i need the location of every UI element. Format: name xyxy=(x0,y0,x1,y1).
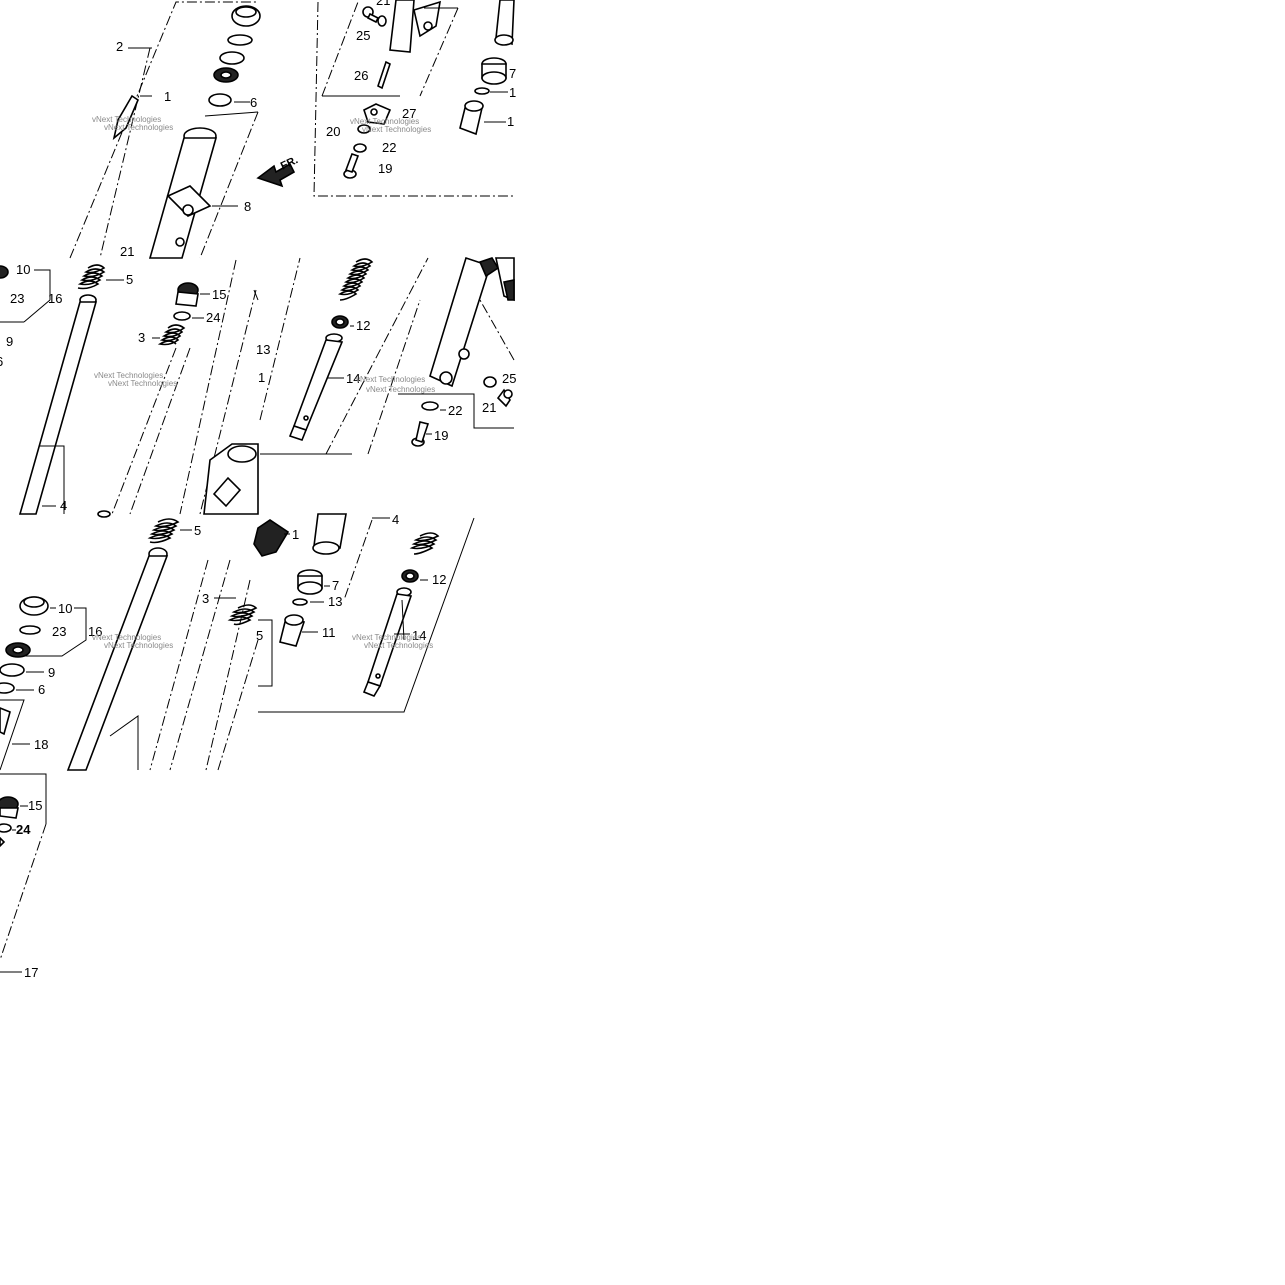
watermark: vNext Technologies xyxy=(356,375,425,384)
callout-9: 9 xyxy=(6,334,13,349)
callout-5: 5 xyxy=(126,272,133,287)
callout-12: 12 xyxy=(432,572,446,587)
watermark: vNext Technologies xyxy=(104,123,173,132)
watermark: vNext Technologies xyxy=(352,633,421,642)
callout-25: 25 xyxy=(356,28,370,43)
callout-12: 12 xyxy=(356,318,370,333)
watermark: vNext Technologies xyxy=(350,117,419,126)
callout-7: 7 xyxy=(332,578,339,593)
callout-13: 13 xyxy=(256,342,270,357)
callout-21: 21 xyxy=(376,0,390,8)
callout-22: 22 xyxy=(448,403,462,418)
callout-5: 5 xyxy=(256,628,263,643)
callout-25: 25 xyxy=(502,371,516,386)
callout-24: 24 xyxy=(16,822,31,837)
callout-3: 3 xyxy=(138,330,145,345)
watermark: vNext Technologies xyxy=(366,385,435,394)
watermark: vNext Technologies xyxy=(94,371,163,380)
callout-2: 2 xyxy=(116,39,123,54)
callout-23: 23 xyxy=(10,291,24,306)
diagram-tile-slider-bottom: FR. 21 25 26 27 20 22 19 7 1 1 vNext Tec… xyxy=(256,0,516,197)
callout-18: 18 xyxy=(34,737,48,752)
callout-17: 17 xyxy=(24,965,38,980)
callout-11: 11 xyxy=(322,625,336,640)
callout-15: 15 xyxy=(28,798,42,813)
diagram-tile-fork-top: 2 1 6 8 21 vNext Technologies vNext Tech… xyxy=(69,1,261,259)
callout-24: 24 xyxy=(206,310,220,325)
watermark: vNext Technologies xyxy=(104,641,173,650)
watermark: vNext Technologies xyxy=(364,641,433,650)
callout-4: 4 xyxy=(392,512,399,527)
callout-21: 21 xyxy=(482,400,496,415)
callout-26: 26 xyxy=(354,68,368,83)
watermark: vNext Technologies xyxy=(108,379,177,388)
callout-1: 1 xyxy=(509,85,516,100)
diagram-tile-fork-tube-repeat: 5 10 23 16 9 6 18 1 3 5 vNext Technologi… xyxy=(0,518,299,771)
callout-14: 14 xyxy=(412,628,426,643)
callout-21: 21 xyxy=(120,244,134,259)
callout-1: 1 xyxy=(507,114,514,129)
callout-6: 6 xyxy=(0,354,3,369)
watermark: vNext Technologies xyxy=(362,125,431,134)
callout-6: 6 xyxy=(38,682,45,697)
diagram-tile-fork-tube: 10 23 16 9 6 5 15 24 3 13 1 4 vNext Tech… xyxy=(0,259,270,518)
callout-19: 19 xyxy=(434,428,448,443)
callout-15: 15 xyxy=(212,287,226,302)
callout-23: 23 xyxy=(52,624,66,639)
callout-7: 7 xyxy=(509,66,516,81)
callout-16: 16 xyxy=(88,624,102,639)
callout-4: 4 xyxy=(60,498,67,513)
front-direction-label: FR. xyxy=(279,154,300,172)
callout-8: 8 xyxy=(244,199,251,214)
callout-5: 5 xyxy=(194,523,201,538)
watermark: vNext Technologies xyxy=(92,633,161,642)
callout-3: 3 xyxy=(202,591,209,606)
callout-20: 20 xyxy=(326,124,340,139)
callout-27: 27 xyxy=(402,106,416,121)
callout-10: 10 xyxy=(16,262,30,277)
callout-1: 1 xyxy=(164,89,171,104)
callout-9: 9 xyxy=(48,665,55,680)
watermark: vNext Technologies xyxy=(92,115,161,124)
callout-6: 6 xyxy=(250,95,257,110)
callout-16: 16 xyxy=(48,291,62,306)
diagram-tile-fork-bolt: 15 24 17 xyxy=(0,773,47,980)
callout-1: 1 xyxy=(258,370,265,385)
callout-22: 22 xyxy=(382,140,396,155)
callout-14: 14 xyxy=(346,371,360,386)
callout-10: 10 xyxy=(58,601,72,616)
callout-13: 13 xyxy=(328,594,342,609)
diagram-tile-damper-rod: 12 14 25 21 22 19 vNext Technologies vNe… xyxy=(259,256,516,455)
diagram-tile-slider-parts: 4 7 13 11 12 14 vNext Technologies vNext… xyxy=(258,512,475,713)
callout-1: 1 xyxy=(292,527,299,542)
callout-19: 19 xyxy=(378,161,392,176)
